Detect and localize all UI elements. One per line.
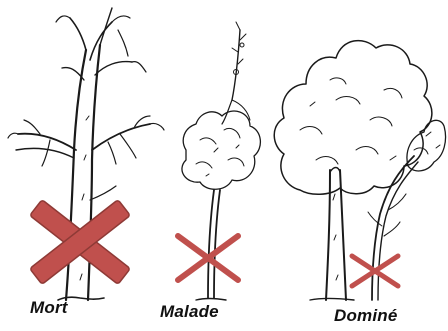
dominant-tree — [274, 41, 432, 300]
sick-tree — [182, 22, 260, 300]
dominated-tree-label: Dominé — [334, 306, 398, 326]
dead-tree-cross-mark — [30, 200, 131, 285]
dead-tree-label: Mort — [30, 298, 68, 318]
sick-tree-label: Malade — [160, 302, 219, 322]
dominated-tree-cross-mark — [352, 256, 398, 286]
